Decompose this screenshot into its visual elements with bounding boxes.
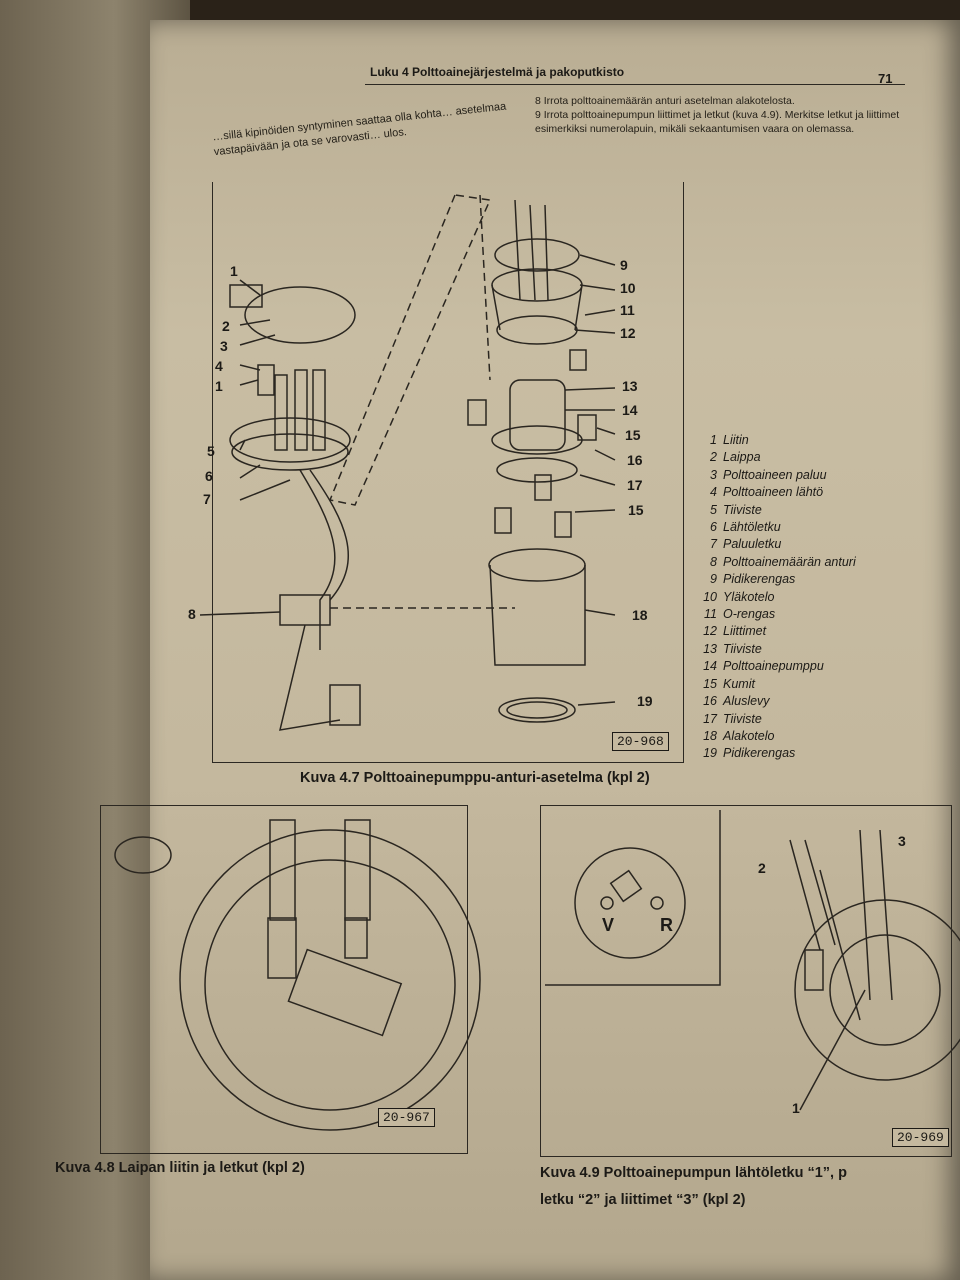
page-number: 71 (878, 71, 893, 86)
callout-12: 12 (620, 325, 636, 341)
figure-4-8-caption: Kuva 4.8 Laipan liitin ja letkut (kpl 2) (55, 1160, 305, 1176)
callout-17: 17 (627, 477, 643, 493)
fig49-label-2: 2 (758, 860, 766, 876)
fig49-label-3: 3 (898, 833, 906, 849)
running-title: Luku 4 Polttoainejärjestelmä ja pakoputk… (370, 65, 625, 79)
callout-6: 6 (205, 468, 213, 484)
figure-4-9-caption-line1: Kuva 4.9 Polttoainepumpun lähtöletku “1”… (540, 1165, 847, 1181)
step-9: 9 Irrota polttoainepumpun liittimet ja l… (535, 109, 900, 135)
callout-3: 3 (220, 338, 228, 354)
callout-8: 8 (188, 606, 196, 622)
callout-11: 11 (620, 302, 635, 318)
fig49-label-1: 1 (792, 1100, 800, 1116)
callout-9: 9 (620, 257, 628, 273)
callout-13: 13 (622, 378, 638, 394)
figure-4-7-code: 20-968 (612, 732, 669, 751)
step-8: 8 Irrota polttoainemäärän anturi asetelm… (535, 95, 795, 107)
callout-18: 18 (632, 607, 648, 623)
connector-label-r: R (660, 915, 673, 935)
figure-4-9-code: 20-969 (892, 1128, 949, 1147)
callout-4: 4 (215, 358, 223, 374)
figure-4-7-caption: Kuva 4.7 Polttoainepumppu-anturi-asetelm… (300, 770, 650, 786)
callout-16: 16 (627, 452, 643, 468)
figure-4-9-caption-line2: letku “2” ja liittimet “3” (kpl 2) (540, 1192, 746, 1208)
callout-1: 1 (230, 263, 238, 279)
callout-15b: 15 (628, 502, 644, 518)
callout-10: 10 (620, 280, 636, 296)
header-rule (365, 84, 905, 85)
figure-4-8-frame (100, 805, 468, 1154)
body-text-right: 8 Irrota polttoainemäärän anturi asetelm… (535, 94, 915, 136)
manual-page (150, 20, 960, 1280)
callout-15: 15 (625, 427, 641, 443)
connector-label-v: V (602, 915, 615, 935)
figure-4-9-frame (540, 805, 952, 1157)
callout-14: 14 (622, 402, 638, 418)
callout-1b: 1 (215, 378, 223, 394)
callout-19: 19 (637, 693, 653, 709)
callout-5: 5 (207, 443, 215, 459)
callout-2: 2 (222, 318, 230, 334)
callout-7: 7 (203, 491, 211, 507)
figure-4-7-frame (212, 182, 684, 763)
figure-4-8-code: 20-967 (378, 1108, 435, 1127)
